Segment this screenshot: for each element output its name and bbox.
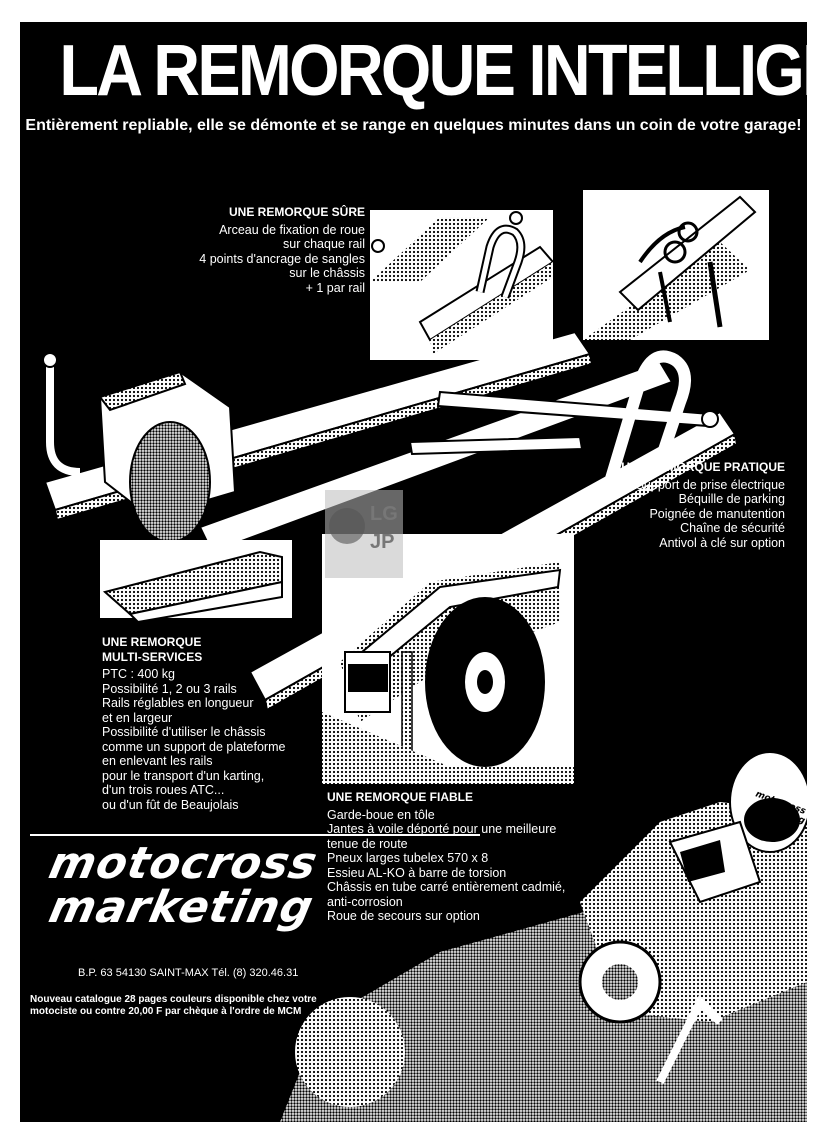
rear-hoop [604,350,691,484]
section-title: UNE REMORQUE SÛRE [228,205,365,219]
divider-line [30,834,480,836]
trailer-illustration: motocross marketing [42,190,807,1122]
trailer-drawbar [408,390,719,456]
motocross-rider-photo: motocross marketing [280,751,807,1122]
wheel-hoop [46,362,81,476]
feature-line: en enlevant les rails [102,754,213,768]
inset-safe [370,210,555,360]
footer-line: Nouveau catalogue 28 pages couleurs disp… [30,994,317,1005]
feature-line: pour le transport d'un karting, [102,768,265,783]
feature-line: Chaîne de sécurité [680,521,785,535]
feature-line: Pneux larges tubelex 570 x 8 [327,851,489,865]
inset-rail [100,540,292,624]
feature-line: comme un support de plateforme [102,739,286,754]
headline: LA REMORQUE INTELLIGENTE [59,31,807,111]
rear-wheel [98,370,237,543]
section-title: UNE REMORQUE PRATIQUE [621,460,785,474]
contact-address: B.P. 63 54130 SAINT-MAX Tél. (8) 320.46.… [78,967,299,979]
subheadline: Entièrement repliable, elle se démonte e… [25,117,802,134]
watermark-stamp: LG JP [325,490,403,578]
feature-line: 4 points d'ancrage de sangles [199,251,365,266]
feature-line: Possibilité 1, 2 ou 3 rails [102,681,237,696]
feature-line: PTC : 400 kg [102,667,175,681]
feature-line: Essieu AL-KO à barre de torsion [327,865,507,880]
feature-line: Support de prise électrique [635,477,785,492]
brand-line: motocross [44,838,323,889]
brand-logo: motocross marketing [45,838,323,933]
feature-line: Garde-boue en tôle [327,807,435,822]
brand-line: marketing [44,882,319,933]
feature-line: Poignée de manutention [649,506,785,521]
feature-line: Arceau de fixation de roue [219,222,365,237]
section-reliable: UNE REMORQUE FIABLE Garde-boue en tôle J… [327,790,607,924]
advertisement: motocross marketing LA REMORQUE INTELLIG… [20,22,807,1122]
section-title: MULTI-SERVICES [102,649,203,664]
feature-line: et en largeur [102,710,173,725]
feature-line: Rails réglables en longueur [102,696,254,710]
feature-line: d'un trois roues ATC... [102,783,225,797]
section-multi-services: UNE REMORQUE MULTI-SERVICES PTC : 400 kg… [102,635,322,812]
feature-line: tenue de route [327,836,408,851]
inset-hitch [583,190,769,340]
feature-line: anti-corrosion [327,894,403,909]
section-practical: UNE REMORQUE PRATIQUE Support de prise é… [580,460,785,550]
feature-line: Béquille de parking [678,492,785,506]
section-safe: UNE REMORQUE SÛRE Arceau de fixation de … [160,205,365,295]
section-title: UNE REMORQUE FIABLE [327,790,474,804]
inset-wheel [322,534,574,784]
feature-line: + 1 par rail [305,280,365,295]
feature-line: sur chaque rail [283,237,365,251]
feature-line: Antivol à clé sur option [659,535,785,550]
feature-line: Jantes à voile déporté pour une meilleur… [327,822,557,836]
footer-note: Nouveau catalogue 28 pages couleurs disp… [30,994,317,1018]
section-title: UNE REMORQUE [102,635,202,649]
watermark-text: JP [370,531,394,553]
feature-line: sur le châssis [289,266,365,280]
feature-line: Roue de secours sur option [327,909,480,923]
footer-line: motociste ou contre 20,00 F par chèque à… [30,1006,302,1017]
feature-line: ou d'un fût de Beaujolais [102,797,239,812]
feature-line: Châssis en tube carré entièrement cadmié… [327,880,566,894]
watermark-text: LG [370,503,398,525]
feature-line: Possibilité d'utiliser le châssis [102,725,266,739]
